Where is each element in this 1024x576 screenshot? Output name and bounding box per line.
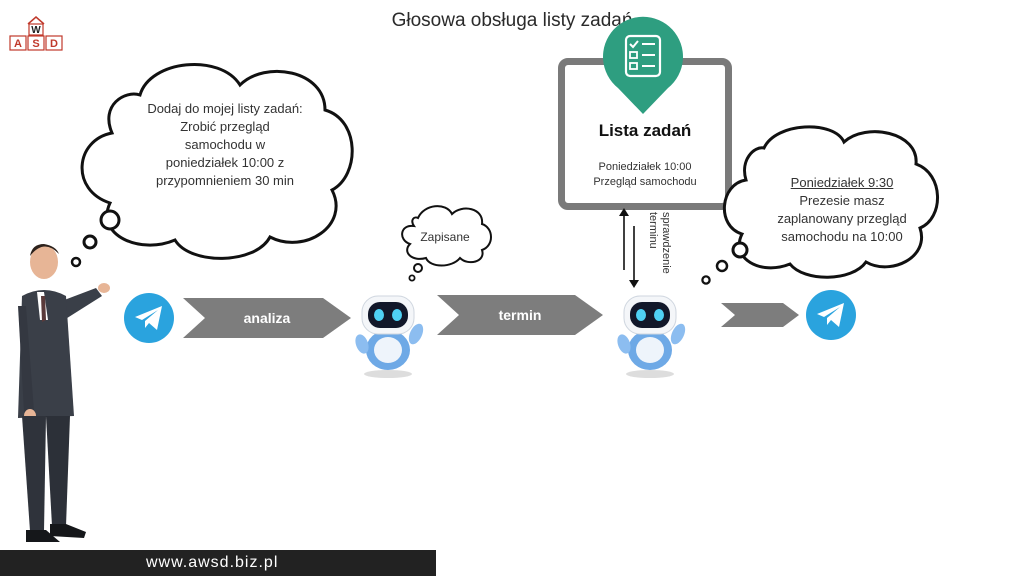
saved-text: Zapisane xyxy=(420,230,470,244)
request-line: przypomnieniem 30 min xyxy=(155,173,294,188)
analiza-label: analiza xyxy=(243,310,291,326)
reminder-time: Poniedziałek 9:30 xyxy=(790,175,894,190)
logo-letter-a: A xyxy=(14,38,22,50)
request-line: Zrobić przegląd xyxy=(180,119,270,134)
analiza-arrow xyxy=(183,298,351,338)
reminder-line: samochodu na 10:00 xyxy=(781,229,903,244)
task-list-entry: Poniedziałek 10:00 Przegląd samochodu xyxy=(565,160,725,190)
page-title: Głosowa obsługa listy zadań xyxy=(391,10,633,31)
logo-letter-d: D xyxy=(50,38,58,50)
logo-letter-s: S xyxy=(32,38,39,50)
saved-thought-cloud xyxy=(396,200,496,286)
reminder-thought-cloud xyxy=(694,118,948,290)
businessman-figure xyxy=(4,236,114,552)
request-text: Dodaj do mojej listy zadań: Zrobić przeg… xyxy=(120,100,330,190)
request-line: poniedziałek 10:00 z xyxy=(165,155,285,170)
robot-assistant-2 xyxy=(612,290,688,378)
footer-url[interactable]: www.awsd.biz.pl xyxy=(0,550,436,576)
logo-letter-w: W xyxy=(31,25,41,36)
task-day: Poniedziałek 10:00 xyxy=(598,161,692,173)
termin-label: termin xyxy=(498,307,542,323)
check-arrows xyxy=(618,206,640,290)
task-list-heading: Lista zadań xyxy=(598,121,692,140)
asd-logo: W A S D xyxy=(8,14,64,54)
task-list-pin xyxy=(598,14,688,116)
reminder-line: Prezesie masz xyxy=(799,193,885,208)
robot-assistant xyxy=(350,290,426,378)
telegram-icon xyxy=(124,293,174,343)
check-label-line2: terminu xyxy=(647,212,659,249)
task-item: Przegląd samochodu xyxy=(593,176,697,188)
reminder-text: Poniedziałek 9:30 Prezesie masz zaplanow… xyxy=(755,174,929,246)
check-label-line1: sprawdzenie xyxy=(660,212,672,274)
reminder-line: zaplanowany przegląd xyxy=(777,211,907,226)
termin-arrow xyxy=(437,295,603,335)
send-arrow xyxy=(721,303,799,327)
check-label: sprawdzenie terminu xyxy=(646,212,672,292)
telegram-icon-2 xyxy=(806,290,856,340)
request-line: samochodu w xyxy=(184,137,266,152)
request-line: Dodaj do mojej listy zadań: xyxy=(147,101,303,116)
request-thought-cloud xyxy=(70,55,360,275)
